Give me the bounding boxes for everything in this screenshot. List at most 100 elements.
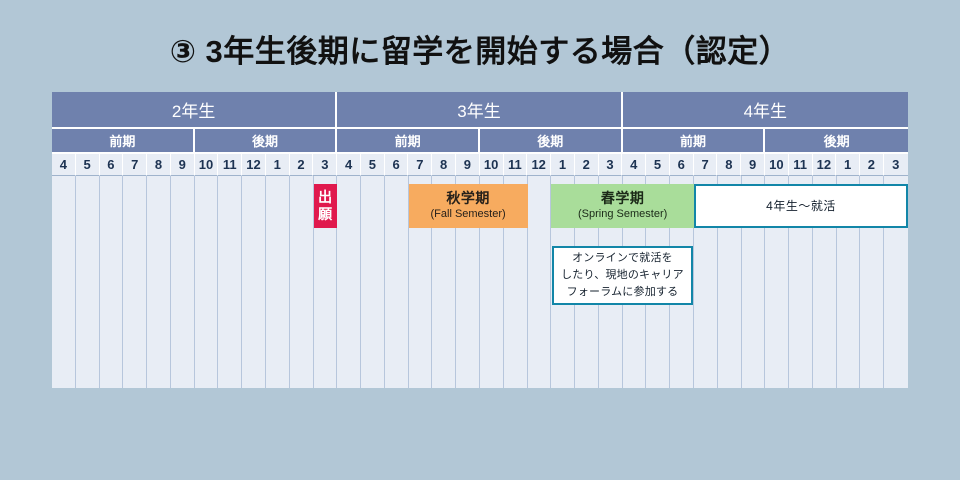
- year-cell-2: 4年生: [622, 92, 908, 129]
- month-cell-18: 10: [479, 154, 504, 176]
- term-cell-label: 前期: [109, 134, 136, 149]
- month-cell-label: 12: [246, 157, 261, 172]
- month-cell-label: 8: [440, 157, 448, 172]
- month-cell-label: 11: [793, 157, 807, 172]
- grid-column: [171, 176, 195, 388]
- grid-column: [361, 176, 385, 388]
- year-cell-label: 2年生: [171, 102, 216, 121]
- month-cell-label: 4: [344, 157, 353, 172]
- month-cell-26: 6: [669, 154, 694, 176]
- month-cell-23: 3: [598, 154, 623, 176]
- month-cell-6: 10: [194, 154, 219, 176]
- grid-column: [100, 176, 124, 388]
- month-cell-label: 3: [606, 157, 614, 172]
- term-cell-label: 前期: [394, 134, 421, 149]
- grid-column: [195, 176, 219, 388]
- term-cell-label: 前期: [679, 134, 706, 149]
- month-cell-label: 4: [59, 157, 67, 172]
- callout-line-0: オンラインで就活を: [572, 251, 673, 264]
- month-cell-label: 11: [222, 157, 237, 172]
- month-cell-30: 10: [764, 154, 789, 176]
- grid-column: [314, 176, 338, 388]
- block-application: 出願: [313, 184, 338, 228]
- month-cell-28: 8: [717, 154, 742, 176]
- month-cell-label: 9: [748, 157, 757, 172]
- month-cell-label: 2: [297, 157, 305, 172]
- month-cell-label: 5: [368, 157, 376, 172]
- month-cell-label: 8: [725, 157, 733, 172]
- grid-column: [742, 176, 766, 388]
- block-job-hunting-label-ja: 4年生〜就活: [766, 198, 836, 213]
- month-cell-label: 10: [483, 157, 499, 172]
- block-fall-semester-label-en: (Fall Semester): [430, 207, 506, 220]
- grid-column: [52, 176, 76, 388]
- grid-column: [860, 176, 885, 388]
- month-cell-label: 10: [198, 157, 214, 172]
- term-cell-label: 後期: [251, 134, 278, 149]
- grid-column: [76, 176, 100, 388]
- month-cell-1: 5: [75, 154, 100, 176]
- grid-column: [266, 176, 290, 388]
- month-cell-8: 12: [242, 154, 266, 176]
- month-cell-25: 5: [646, 154, 670, 176]
- month-cell-4: 8: [147, 154, 171, 176]
- month-cell-31: 11: [788, 154, 813, 176]
- grid-column: [218, 176, 243, 388]
- term-cell-label: 後期: [537, 134, 564, 149]
- month-cell-22: 2: [574, 154, 599, 176]
- grid-column: [694, 176, 718, 388]
- block-application-label-ja: 出願: [318, 188, 333, 223]
- month-cell-3: 7: [123, 154, 148, 176]
- month-cell-label: 11: [508, 157, 522, 172]
- month-cell-label: 2: [867, 157, 876, 172]
- month-cell-16: 8: [432, 154, 457, 176]
- month-cell-label: 6: [677, 157, 685, 172]
- month-cell-5: 9: [170, 154, 195, 176]
- grid-column: [290, 176, 314, 388]
- grid-column: [528, 176, 552, 388]
- month-cell-label: 10: [769, 157, 784, 172]
- grid-column: [480, 176, 504, 388]
- month-cell-29: 9: [741, 154, 765, 176]
- grid-column: [813, 176, 837, 388]
- month-cell-label: 7: [701, 157, 709, 172]
- grid-column: [147, 176, 171, 388]
- month-cell-label: 1: [273, 157, 281, 172]
- month-cell-label: 5: [83, 157, 91, 172]
- block-job-hunting: 4年生〜就活: [694, 184, 908, 228]
- month-cell-32: 12: [812, 154, 837, 176]
- grid-column: [837, 176, 861, 388]
- month-cell-label: 5: [653, 157, 662, 172]
- term-cell-3: 後期: [479, 129, 623, 154]
- block-fall-semester-label-ja: 秋学期: [446, 190, 490, 207]
- year-cell-0: 2年生: [52, 92, 338, 129]
- month-cell-15: 7: [408, 154, 433, 176]
- term-cell-1: 後期: [194, 129, 338, 154]
- month-cell-label: 4: [630, 157, 638, 172]
- term-cell-4: 前期: [622, 129, 766, 154]
- month-cell-label: 7: [131, 157, 139, 172]
- month-cell-27: 7: [693, 154, 718, 176]
- term-cell-0: 前期: [52, 129, 195, 154]
- month-cell-11: 3: [313, 154, 338, 176]
- month-cell-label: 9: [178, 157, 186, 172]
- month-cell-7: 11: [218, 154, 243, 176]
- block-spring-semester-label-en: (Spring Semester): [578, 207, 668, 220]
- month-cell-9: 1: [265, 154, 290, 176]
- grid-column: [789, 176, 813, 388]
- callout-line-1: したり、現地のキャリア: [561, 268, 684, 281]
- block-spring-semester: 春学期 (Spring Semester): [551, 184, 694, 228]
- month-cell-label: 3: [892, 157, 900, 172]
- month-cell-19: 11: [503, 154, 528, 176]
- month-cell-13: 5: [360, 154, 385, 176]
- grid-column: [409, 176, 433, 388]
- month-cell-14: 6: [384, 154, 409, 176]
- page-title: ③ 3年生後期に留学を開始する場合（認定）: [169, 34, 791, 69]
- month-cell-label: 9: [463, 157, 472, 172]
- grid-column: [456, 176, 480, 388]
- month-cell-label: 8: [154, 157, 163, 172]
- grid-column: [385, 176, 409, 388]
- year-cell-1: 3年生: [337, 92, 623, 129]
- grid-column: [432, 176, 457, 388]
